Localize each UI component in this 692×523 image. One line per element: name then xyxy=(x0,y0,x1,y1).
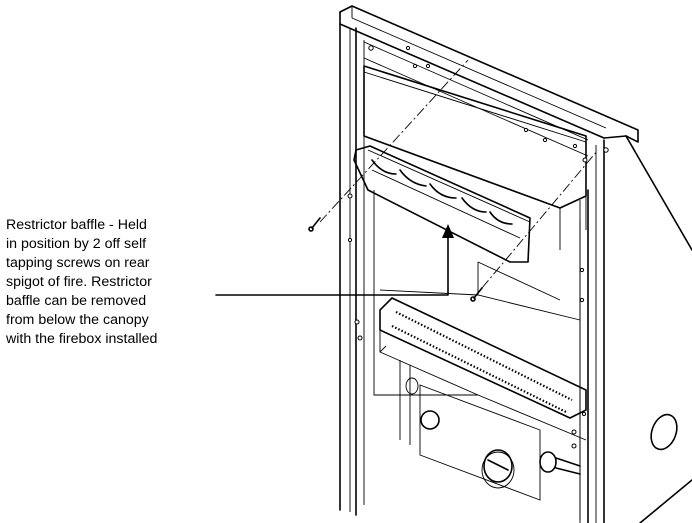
callout-line: with the firebox installed xyxy=(6,331,158,347)
callout-line: tapping screws on rear xyxy=(6,255,150,271)
canopy xyxy=(363,65,587,250)
fire-frame xyxy=(339,5,692,523)
self-tapping-screws xyxy=(308,59,599,302)
callout-line: baffle can be removed xyxy=(6,293,147,309)
fixing-holes xyxy=(347,45,609,449)
callout-line: in position by 2 off self xyxy=(6,236,147,252)
callout-leader xyxy=(215,224,454,296)
burner-assembly xyxy=(379,297,587,501)
callout-line: Restrictor baffle - Held xyxy=(6,217,147,233)
callout-text: Restrictor baffle - Held in position by … xyxy=(6,216,231,349)
callout-line: from below the canopy xyxy=(6,312,149,328)
callout-line: spigot of fire. Restrictor xyxy=(6,274,152,290)
restrictor-baffle xyxy=(353,145,531,263)
